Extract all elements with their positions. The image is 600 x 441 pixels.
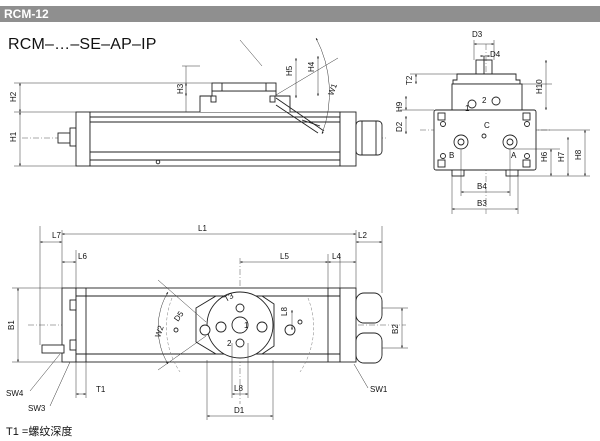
rotary-top-end xyxy=(452,73,521,85)
port-A xyxy=(502,134,518,150)
label-L5: L5 xyxy=(280,252,289,261)
label-B3: B3 xyxy=(477,199,487,208)
piston-rod-top xyxy=(41,344,65,354)
label-H9: H9 xyxy=(395,101,404,112)
port-B xyxy=(453,134,469,150)
footnote: T1 =螺纹深度 xyxy=(6,426,73,438)
end-cap-right-top xyxy=(339,287,357,363)
label-D1: D1 xyxy=(234,406,245,415)
rotary-housing-end xyxy=(451,83,523,111)
label-SW4: SW4 xyxy=(6,389,24,398)
label-H8: H8 xyxy=(574,149,583,160)
piston-rod xyxy=(57,132,71,144)
label-H5: H5 xyxy=(285,65,294,76)
label-C: C xyxy=(484,121,490,130)
label-T1: T1 xyxy=(96,385,106,394)
label-H4: H4 xyxy=(307,61,316,72)
connector-top xyxy=(355,292,383,324)
label-D2: D2 xyxy=(395,121,404,132)
page-title: RCM-12 xyxy=(4,7,49,21)
label-W2: W2 xyxy=(153,324,165,339)
label-B1: B1 xyxy=(7,320,16,330)
label-L4: L4 xyxy=(332,252,341,261)
rod-flange xyxy=(69,127,77,147)
label-L6: L6 xyxy=(78,252,87,261)
rotary-table-side xyxy=(211,82,277,92)
label-B2: B2 xyxy=(391,324,400,334)
label-H6: H6 xyxy=(540,151,549,162)
end-cap-left xyxy=(75,111,91,167)
label-H1: H1 xyxy=(9,131,18,142)
label-L8-upper: L8 xyxy=(280,307,289,316)
label-port-1: 1 xyxy=(465,104,470,113)
model-designation: RCM–…–SE–AP–IP xyxy=(8,36,157,53)
label-B4: B4 xyxy=(477,182,487,191)
end-view: D3 D4 T2 H10 H9 D2 2 1 C B A H6 H7 H8 xyxy=(395,30,590,214)
label-T2: T2 xyxy=(405,75,414,85)
label-B: B xyxy=(449,151,454,160)
label-A: A xyxy=(511,151,517,160)
label-L7: L7 xyxy=(52,231,61,240)
body-end xyxy=(433,109,537,171)
label-port-2: 2 xyxy=(482,96,487,105)
label-D4: D4 xyxy=(490,50,501,59)
label-H2: H2 xyxy=(9,91,18,102)
end-cap-right xyxy=(339,111,357,167)
label-top-port-1: 1 xyxy=(244,321,249,330)
label-H10: H10 xyxy=(535,79,544,94)
label-SW3: SW3 xyxy=(28,404,46,413)
rear-connector xyxy=(355,120,383,156)
label-H3: H3 xyxy=(176,83,185,94)
label-L8: L8 xyxy=(234,384,243,393)
title-bar: RCM-12 xyxy=(0,6,600,22)
label-L2: L2 xyxy=(358,231,367,240)
label-D3: D3 xyxy=(472,30,483,39)
label-W1: W1 xyxy=(326,82,339,97)
label-H7: H7 xyxy=(557,151,566,162)
label-SW1: SW1 xyxy=(370,385,388,394)
rotary-unit-side xyxy=(199,90,291,112)
connector-bottom xyxy=(355,332,383,364)
label-L1: L1 xyxy=(198,224,207,233)
top-view: L1 L7 L2 L6 L5 L4 B1 B2 W2 D5 T3 L8 xyxy=(6,224,408,420)
side-view: H1 H2 H3 H5 H4 W1 xyxy=(9,37,386,167)
label-top-port-2: 2 xyxy=(227,339,232,348)
